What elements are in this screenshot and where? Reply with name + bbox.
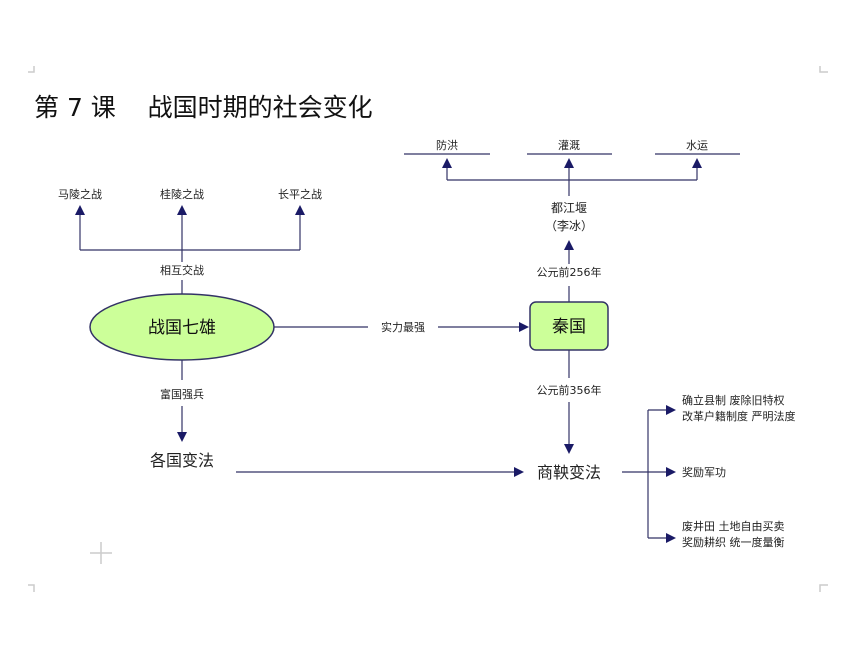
node-warring-states-label: 战国七雄	[148, 318, 216, 338]
node-li-bing: （李冰）	[545, 218, 593, 233]
crosshair-mark	[90, 542, 112, 564]
measure-3-line2: 奖励耕织 统一度量衡	[682, 535, 785, 549]
benefit-label-irrigation: 灌溉	[558, 139, 580, 152]
benefits-branch	[404, 153, 740, 196]
node-shang-yang: 商鞅变法	[537, 463, 601, 482]
page-title: 第 7 课 战国时期的社会变化	[34, 93, 373, 122]
measure-3-line1: 废井田 土地自由买卖	[682, 519, 785, 533]
node-dujiangyan: 都江堰	[551, 201, 587, 215]
node-qin-label: 秦国	[552, 317, 586, 337]
edge-label-rich-strong: 富国强兵	[160, 387, 204, 401]
edge-label-strongest: 实力最强	[381, 320, 425, 334]
measure-2-line1: 奖励军功	[682, 465, 726, 479]
measure-1-line2: 改革户籍制度 严明法度	[682, 409, 796, 423]
battle-label-changping: 长平之战	[278, 187, 322, 201]
page-corner-marks	[28, 66, 828, 592]
node-reforms-all: 各国变法	[150, 451, 214, 470]
benefit-label-flood: 防洪	[436, 138, 458, 152]
corner-mark-bottom-left	[28, 584, 35, 592]
measure-1-line1: 确立县制 废除旧特权	[682, 393, 785, 407]
measures-branch	[622, 405, 676, 543]
edge-label-bg-strongest	[368, 318, 438, 336]
battle-label-maling: 马陵之战	[58, 187, 102, 201]
edge-label-year-256: 公元前256年	[537, 265, 602, 279]
corner-mark-top-right	[819, 66, 828, 73]
benefit-label-transport: 水运	[686, 139, 708, 152]
edge-label-mutual-war: 相互交战	[160, 263, 204, 277]
corner-mark-bottom-right	[819, 584, 828, 592]
edge-label-year-356: 公元前356年	[537, 383, 602, 397]
corner-mark-top-left	[28, 66, 35, 73]
battles-branch	[75, 205, 305, 262]
battle-label-guiling: 桂陵之战	[160, 187, 204, 201]
